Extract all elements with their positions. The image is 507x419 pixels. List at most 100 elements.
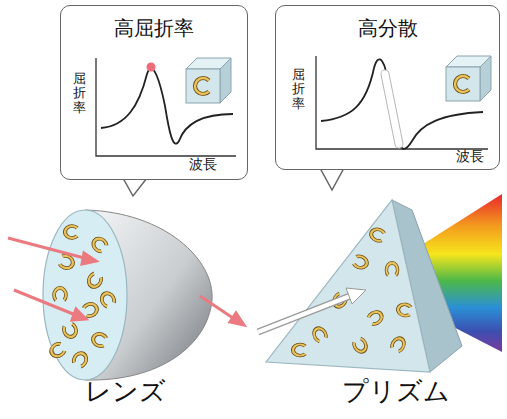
drawing-part [65, 226, 77, 238]
ring-particle [99, 291, 115, 307]
axis-label: 波長 [189, 156, 217, 173]
drawing-part [83, 302, 98, 317]
axes [96, 58, 236, 156]
cube-icon [446, 56, 491, 101]
ring-particle [54, 288, 66, 300]
drawing-part [353, 255, 368, 270]
callout-box: 高分散屈折率波長 [275, 5, 500, 170]
drawing-part [63, 323, 78, 338]
drawing-part [386, 263, 397, 275]
index-curve [101, 68, 233, 143]
drawing-part [49, 342, 65, 358]
drawing-part [91, 332, 106, 347]
ring-particle [293, 344, 305, 355]
drawing-part [370, 227, 385, 242]
lens-face [43, 210, 127, 380]
axis-label: 波長 [456, 148, 484, 165]
highlight-band [385, 74, 399, 144]
drawing-part [386, 263, 397, 275]
drawing-part [353, 338, 369, 354]
particles [49, 226, 116, 367]
particles [293, 227, 411, 355]
callout-title: 高屈折率 [61, 16, 247, 40]
drawing-part [353, 255, 368, 270]
drawing-part [230, 313, 244, 325]
drawing-part [14, 290, 78, 316]
ring-particle [455, 76, 469, 92]
ring-particle [91, 332, 106, 347]
ring-particle [353, 255, 368, 270]
axes [316, 56, 488, 149]
ring-particle [91, 236, 108, 253]
drawing-part [49, 342, 65, 358]
peak-dot [147, 63, 156, 72]
drawing-part [353, 338, 369, 354]
light-rays [8, 238, 244, 325]
ring-particle [65, 226, 77, 238]
drawing-part [65, 226, 77, 238]
drawing-part [346, 288, 366, 304]
ring-particle [391, 336, 407, 352]
axis-label: 屈折率 [73, 72, 86, 115]
cube-side [220, 58, 231, 103]
object-label: プリズム [342, 376, 450, 407]
prism-face [266, 200, 430, 372]
drawing-part [59, 255, 74, 270]
drawing-part [368, 310, 384, 326]
ring-particle [86, 273, 102, 289]
drawing-part [72, 351, 88, 367]
drawing-part [312, 326, 328, 342]
drawing-part [86, 273, 102, 289]
drawing-part [91, 236, 108, 253]
drawing-part [258, 296, 350, 332]
axis-label: 屈折率 [292, 68, 305, 111]
ring-particle [312, 326, 328, 342]
drawing-part [293, 344, 305, 355]
drawing-part [54, 288, 66, 300]
ring-particle [368, 310, 384, 326]
ring-particle [397, 303, 411, 316]
ring-particle [49, 342, 65, 358]
drawing-part [86, 273, 102, 289]
drawing-part [99, 291, 115, 307]
drawing-part [200, 296, 236, 320]
cube-icon [186, 58, 231, 103]
ring-particle [59, 255, 74, 270]
drawing-part [391, 336, 407, 352]
drawing-part [91, 236, 108, 253]
ring-particle [63, 323, 78, 338]
drawing-part [293, 344, 305, 355]
drawing-part [370, 227, 385, 242]
drawing-part [195, 78, 209, 94]
callout-title: 高分散 [276, 16, 499, 40]
object-label: レンズ [85, 376, 166, 407]
drawing-part [99, 291, 115, 307]
callout-box: 高屈折率屈折率波長 [60, 5, 248, 180]
callout-tail [320, 168, 344, 190]
cube-side [480, 56, 491, 101]
ring-particle [386, 263, 397, 275]
highlight-band [385, 74, 399, 144]
ring-particle [353, 338, 369, 354]
drawing-part [368, 310, 384, 326]
drawing-part [72, 309, 86, 320]
drawing-part [397, 303, 411, 316]
callout-tail [123, 178, 147, 196]
drawing-part [455, 76, 469, 92]
drawing-part [312, 326, 328, 342]
drawing-part [54, 288, 66, 300]
drawing-part [91, 332, 106, 347]
ring-particle [195, 78, 209, 94]
drawing-part [455, 76, 469, 92]
drawing-part [195, 78, 209, 94]
index-curve [321, 59, 483, 148]
drawing-part [391, 336, 407, 352]
ring-particle [72, 351, 88, 367]
ring-particle [370, 227, 385, 242]
ring-particle [83, 302, 98, 317]
white-light [258, 288, 366, 332]
cube-front [186, 69, 220, 103]
drawing-part [83, 302, 98, 317]
drawing-part [59, 255, 74, 270]
drawing-part [397, 303, 411, 316]
